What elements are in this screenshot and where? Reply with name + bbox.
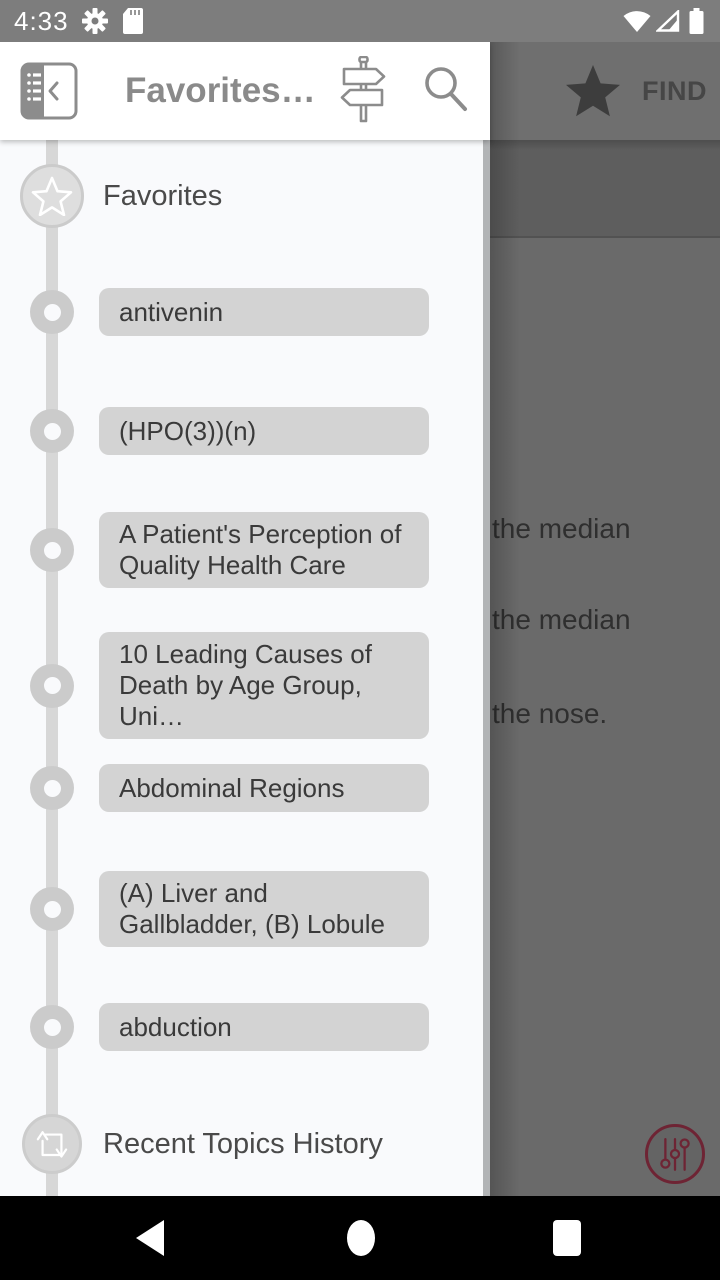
favorite-item-row[interactable]: (HPO(3))(n) — [0, 407, 470, 455]
status-time: 4:33 — [14, 6, 69, 36]
display-settings-fab[interactable] — [645, 1124, 705, 1184]
back-icon — [136, 1220, 164, 1256]
close-drawer-button[interactable] — [20, 62, 78, 120]
favorite-star-icon[interactable] — [564, 63, 622, 119]
timeline-node — [30, 290, 74, 334]
timeline-node — [30, 528, 74, 572]
favorite-item-chip[interactable]: 10 Leading Causes of Death by Age Group,… — [99, 632, 429, 739]
background-toolbar: FIND — [490, 42, 720, 140]
timeline-node — [30, 1005, 74, 1049]
status-bar: 4:33 — [0, 0, 720, 42]
page-title: Favorites… — [125, 71, 316, 110]
timeline-node — [30, 663, 74, 708]
home-button[interactable] — [301, 1196, 421, 1280]
favorites-section-label: Favorites — [103, 179, 223, 212]
favorite-item-row[interactable]: antivenin — [0, 288, 470, 336]
recent-topics-label: Recent Topics History — [103, 1127, 383, 1160]
favorite-item-row[interactable]: 10 Leading Causes of Death by Age Group,… — [0, 632, 470, 739]
favorite-item-row[interactable]: Abdominal Regions — [0, 764, 470, 812]
favorite-item-row[interactable]: (A) Liver and Gallbladder, (B) Lobule — [0, 871, 470, 947]
search-button[interactable] — [420, 63, 470, 115]
navigation-drawer: Favorites… — [0, 42, 490, 1196]
favorite-item-chip[interactable]: (HPO(3))(n) — [99, 407, 429, 455]
favorite-item-row[interactable]: abduction — [0, 1003, 470, 1051]
background-text-line: the median — [492, 513, 631, 544]
favorite-item-chip[interactable]: abduction — [99, 1003, 429, 1051]
settings-gear-icon — [82, 8, 108, 34]
background-content: the median the median the nose. — [490, 240, 720, 1196]
background-header — [490, 140, 720, 238]
recent-topics-node — [22, 1114, 82, 1174]
background-text-line: the median — [492, 604, 631, 635]
drawer-scrollbar[interactable] — [483, 140, 490, 1196]
drawer-body: Favorites antivenin (HPO(3))(n) A Patien… — [0, 140, 490, 1196]
find-button[interactable]: FIND — [642, 75, 707, 106]
recent-apps-icon — [553, 1220, 581, 1256]
history-loop-icon — [36, 1131, 68, 1158]
signpost-icon — [340, 55, 386, 123]
timeline-node — [30, 887, 74, 931]
favorite-item-chip[interactable]: A Patient's Perception of Quality Health… — [99, 512, 429, 588]
favorite-item-chip[interactable]: Abdominal Regions — [99, 764, 429, 812]
drawer-close-icon — [20, 62, 78, 120]
star-outline-icon — [31, 176, 73, 216]
background-text-line: the nose. — [492, 698, 608, 729]
recent-topics-history-item[interactable]: Recent Topics History — [0, 1114, 470, 1174]
sd-card-icon — [123, 8, 143, 34]
favorites-node — [20, 164, 84, 228]
sliders-tune-icon — [660, 1137, 690, 1171]
recent-apps-button[interactable] — [507, 1196, 627, 1280]
home-icon — [347, 1220, 375, 1256]
timeline-node — [30, 766, 74, 810]
battery-icon — [689, 8, 704, 34]
cell-signal-icon — [656, 10, 680, 32]
favorite-item-row[interactable]: A Patient's Perception of Quality Health… — [0, 512, 470, 588]
wifi-icon — [623, 11, 651, 33]
timeline-node — [30, 409, 74, 453]
guide-button[interactable] — [334, 55, 392, 124]
search-icon — [425, 67, 467, 111]
favorites-section-header[interactable]: Favorites — [0, 164, 470, 228]
favorite-item-chip[interactable]: (A) Liver and Gallbladder, (B) Lobule — [99, 871, 429, 947]
system-nav-bar — [0, 1196, 720, 1280]
drawer-app-bar: Favorites… — [0, 42, 490, 140]
favorite-item-chip[interactable]: antivenin — [99, 288, 429, 336]
back-button[interactable] — [90, 1196, 210, 1280]
